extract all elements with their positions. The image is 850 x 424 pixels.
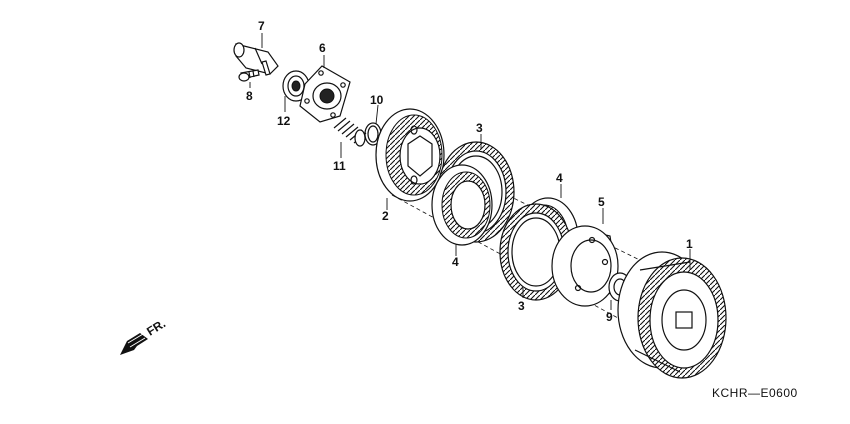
callout-12: 12: [277, 114, 291, 128]
callout-7: 7: [258, 19, 265, 33]
callout-3b: 3: [518, 299, 525, 313]
diagram-code: KCHR—E0600: [712, 386, 798, 400]
callout-4a: 4: [452, 255, 459, 269]
callout-3a: 3: [476, 121, 483, 135]
callout-9: 9: [606, 310, 613, 324]
callout-11: 11: [333, 159, 346, 173]
callout-labels: 1 2 3 3 4 4 5 6 7 8 9 10 11 12: [246, 19, 693, 324]
callout-8: 8: [246, 89, 253, 103]
callout-10: 10: [370, 93, 384, 107]
front-direction-arrow: FR.: [120, 316, 168, 355]
callout-4b: 4: [556, 171, 563, 185]
callout-6: 6: [319, 41, 326, 55]
part-2-pressure-plate: [375, 108, 445, 202]
part-1-clutch-housing: [617, 251, 727, 379]
part-11-spring: [333, 117, 367, 147]
part-6-lifter-plate: [299, 65, 351, 123]
leader-lines: [249, 33, 691, 310]
part-7-lifter-rod: [233, 42, 279, 76]
callout-1: 1: [686, 237, 693, 251]
direction-label: FR.: [144, 316, 168, 338]
part-5-clutch-center: [551, 225, 619, 307]
part-4-clutch-plate-a: [431, 164, 493, 246]
callout-2: 2: [382, 209, 389, 223]
part-8-bolt: [238, 69, 260, 82]
callout-5: 5: [598, 195, 605, 209]
